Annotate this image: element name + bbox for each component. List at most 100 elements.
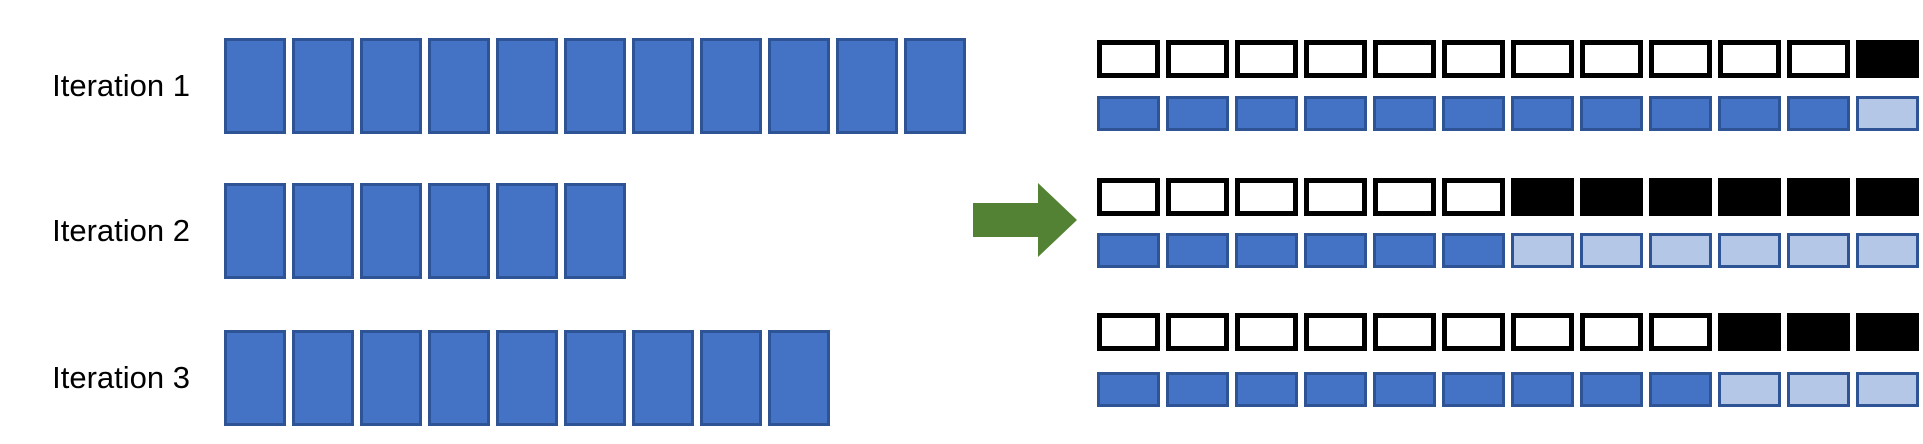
mask-cell-empty — [1787, 40, 1850, 78]
unit-block — [564, 330, 626, 426]
mask-cell-empty — [1166, 313, 1229, 351]
slot-cell-active — [1580, 372, 1643, 407]
mask-cell-empty — [1304, 178, 1367, 216]
mask-cell-filled — [1580, 178, 1643, 216]
slot-row — [1097, 372, 1919, 407]
unit-block — [700, 38, 762, 134]
unit-block — [292, 330, 354, 426]
slot-cell-active — [1304, 372, 1367, 407]
mask-cell-filled — [1787, 313, 1850, 351]
right-arrow-shape — [973, 183, 1077, 257]
slot-cell-active — [1442, 96, 1505, 131]
iteration-2-label: Iteration 2 — [52, 213, 190, 248]
mask-cell-empty — [1511, 313, 1574, 351]
mask-cell-filled — [1718, 178, 1781, 216]
left-blocks-row — [224, 330, 830, 426]
mask-cell-empty — [1235, 178, 1298, 216]
slot-cell-active — [1511, 96, 1574, 131]
slot-cell-active — [1235, 96, 1298, 131]
slot-cell-active — [1235, 372, 1298, 407]
unit-block — [768, 38, 830, 134]
unit-block — [428, 38, 490, 134]
slot-cell-active — [1373, 372, 1436, 407]
mask-cell-empty — [1373, 313, 1436, 351]
unit-block — [564, 183, 626, 279]
slot-cell-active — [1649, 96, 1712, 131]
unit-block — [292, 38, 354, 134]
unit-block — [768, 330, 830, 426]
mask-cell-empty — [1235, 313, 1298, 351]
unit-block — [360, 330, 422, 426]
slot-cell-inactive — [1787, 372, 1850, 407]
mask-row — [1097, 313, 1919, 351]
unit-block — [836, 38, 898, 134]
slot-cell-inactive — [1580, 233, 1643, 268]
slot-cell-inactive — [1856, 372, 1919, 407]
slot-cell-inactive — [1718, 372, 1781, 407]
mask-cell-empty — [1235, 40, 1298, 78]
slot-cell-active — [1787, 96, 1850, 131]
unit-block — [904, 38, 966, 134]
slot-cell-active — [1442, 233, 1505, 268]
slot-cell-active — [1166, 96, 1229, 131]
mask-row — [1097, 178, 1919, 216]
right-arrow-icon — [973, 183, 1078, 258]
mask-cell-empty — [1649, 313, 1712, 351]
mask-cell-filled — [1856, 40, 1919, 78]
slot-cell-inactive — [1856, 233, 1919, 268]
mask-cell-empty — [1373, 178, 1436, 216]
mask-cell-empty — [1373, 40, 1436, 78]
unit-block — [564, 38, 626, 134]
mask-cell-empty — [1097, 40, 1160, 78]
left-blocks-row — [224, 183, 626, 279]
mask-cell-empty — [1442, 178, 1505, 216]
mask-cell-filled — [1511, 178, 1574, 216]
slot-cell-active — [1373, 96, 1436, 131]
mask-cell-filled — [1649, 178, 1712, 216]
slot-cell-active — [1304, 233, 1367, 268]
slot-row — [1097, 96, 1919, 131]
unit-block — [496, 38, 558, 134]
mask-cell-empty — [1580, 313, 1643, 351]
slot-cell-inactive — [1787, 233, 1850, 268]
unit-block — [632, 330, 694, 426]
slot-cell-inactive — [1718, 233, 1781, 268]
iteration-3-label: Iteration 3 — [52, 360, 190, 395]
unit-block — [632, 38, 694, 134]
unit-block — [700, 330, 762, 426]
slot-cell-active — [1580, 96, 1643, 131]
mask-cell-empty — [1097, 178, 1160, 216]
slot-cell-active — [1097, 372, 1160, 407]
slot-cell-active — [1166, 372, 1229, 407]
slot-cell-inactive — [1511, 233, 1574, 268]
unit-block — [292, 183, 354, 279]
mask-row — [1097, 40, 1919, 78]
slot-cell-active — [1718, 96, 1781, 131]
slot-cell-active — [1166, 233, 1229, 268]
mask-cell-empty — [1304, 40, 1367, 78]
mask-cell-empty — [1580, 40, 1643, 78]
slot-cell-inactive — [1856, 96, 1919, 131]
unit-block — [224, 330, 286, 426]
mask-cell-empty — [1166, 40, 1229, 78]
slot-cell-active — [1373, 233, 1436, 268]
slot-cell-active — [1649, 372, 1712, 407]
mask-cell-empty — [1718, 40, 1781, 78]
mask-cell-filled — [1856, 178, 1919, 216]
slot-row — [1097, 233, 1919, 268]
unit-block — [428, 183, 490, 279]
mask-cell-empty — [1097, 313, 1160, 351]
mask-cell-filled — [1718, 313, 1781, 351]
mask-cell-empty — [1442, 313, 1505, 351]
slot-cell-active — [1511, 372, 1574, 407]
mask-cell-filled — [1856, 313, 1919, 351]
slot-cell-active — [1235, 233, 1298, 268]
slot-cell-active — [1304, 96, 1367, 131]
mask-cell-empty — [1649, 40, 1712, 78]
unit-block — [360, 183, 422, 279]
slot-cell-active — [1097, 96, 1160, 131]
unit-block — [496, 183, 558, 279]
unit-block — [496, 330, 558, 426]
unit-block — [428, 330, 490, 426]
